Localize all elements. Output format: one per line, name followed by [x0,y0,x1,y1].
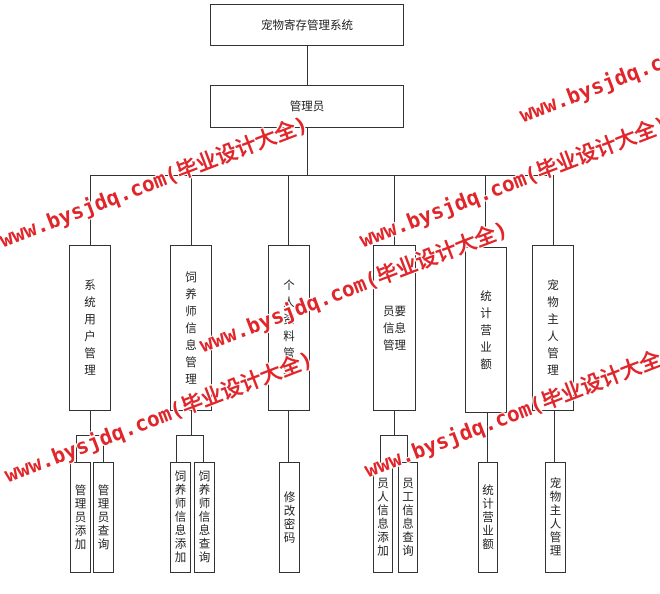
connector [307,45,308,85]
connector [553,175,554,245]
module-node: 员要信息管理 [373,245,416,411]
connector [307,127,308,175]
connector [380,435,381,462]
module-node: 系统用户管理 [69,245,111,411]
connector [394,175,395,245]
connector [90,410,91,435]
watermark: www.bysjdq.com(毕业设计大全) [516,0,660,128]
connector [90,175,91,245]
connector [407,435,408,462]
watermark: www.bysjdq.com(毕业设计大全) [356,112,660,253]
module-node: 宠物主人管理 [532,245,574,411]
leaf-node: 管理员查询 [93,462,114,573]
module-node: 饲养师信息管理 [170,245,212,411]
leaf-node: 员人信息添加 [373,462,393,573]
connector [176,435,177,462]
leaf-node: 管理员添加 [70,462,91,573]
connector [394,410,395,435]
connector [76,435,104,436]
leaf-node: 饲养师信息添加 [170,462,191,573]
connector [380,435,408,436]
connector [554,410,555,462]
connector [103,435,104,462]
connector [191,410,192,435]
leaf-node: 饲养师信息查询 [194,462,215,573]
admin-node: 管理员 [210,85,404,128]
module-node: 个人资料管理 [268,245,310,411]
watermark: www.bysjdq.com(毕业设计大全) [0,112,312,253]
leaf-node: 修改密码 [279,462,300,573]
module-node: 统计营业额 [465,247,507,413]
connector [487,410,488,462]
connector [191,175,192,245]
connector [76,435,77,462]
connector [288,175,289,245]
connector [203,435,204,462]
connector [176,435,204,436]
leaf-node: 员工信息查询 [398,462,418,573]
leaf-node: 统计营业额 [478,462,498,573]
root-node: 宠物寄存管理系统 [210,4,404,46]
connector [485,175,486,245]
connector [90,175,552,176]
connector [288,410,289,462]
leaf-node: 宠物主人管理 [545,462,566,573]
